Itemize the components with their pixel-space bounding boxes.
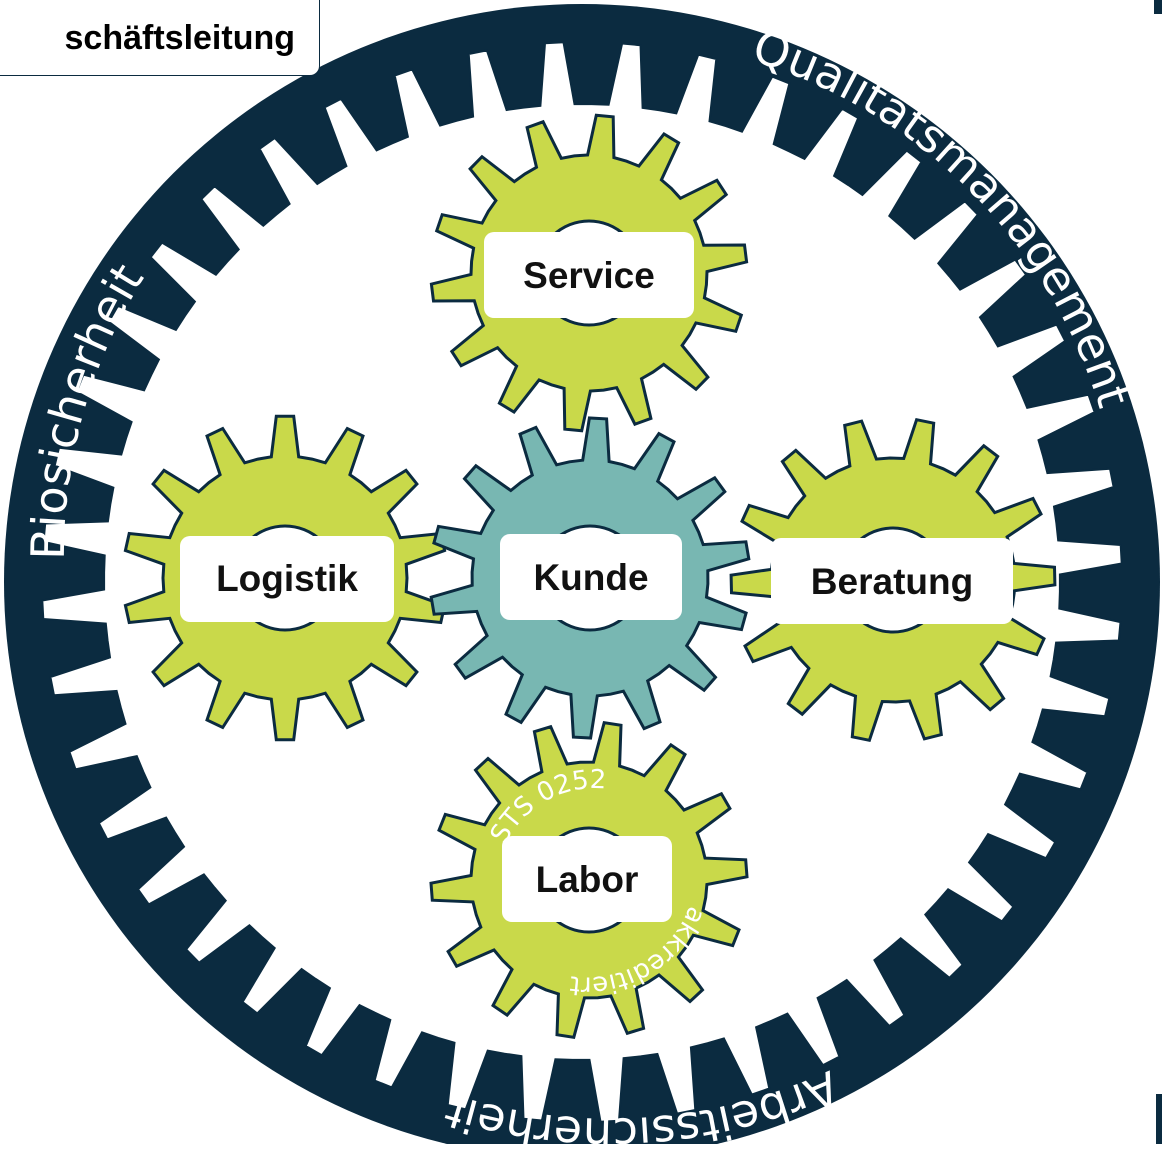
header-title: schäftsleitung <box>64 18 295 57</box>
header-box: schäftsleitung <box>0 0 320 76</box>
labor-label: Labor <box>536 859 639 900</box>
beratung-label: Beratung <box>811 561 973 602</box>
corner-mark-bottom <box>1156 1094 1162 1144</box>
logistik-label-box: Logistik <box>180 536 394 622</box>
logistik-label: Logistik <box>216 558 358 599</box>
beratung-label-box: Beratung <box>771 538 1013 624</box>
service-label-box: Service <box>484 232 694 318</box>
corner-mark-top <box>1154 0 1162 14</box>
labor-label-box: Labor <box>502 836 672 922</box>
kunde-label-box: Kunde <box>500 534 682 620</box>
kunde-label: Kunde <box>533 557 648 598</box>
service-label: Service <box>523 255 655 296</box>
